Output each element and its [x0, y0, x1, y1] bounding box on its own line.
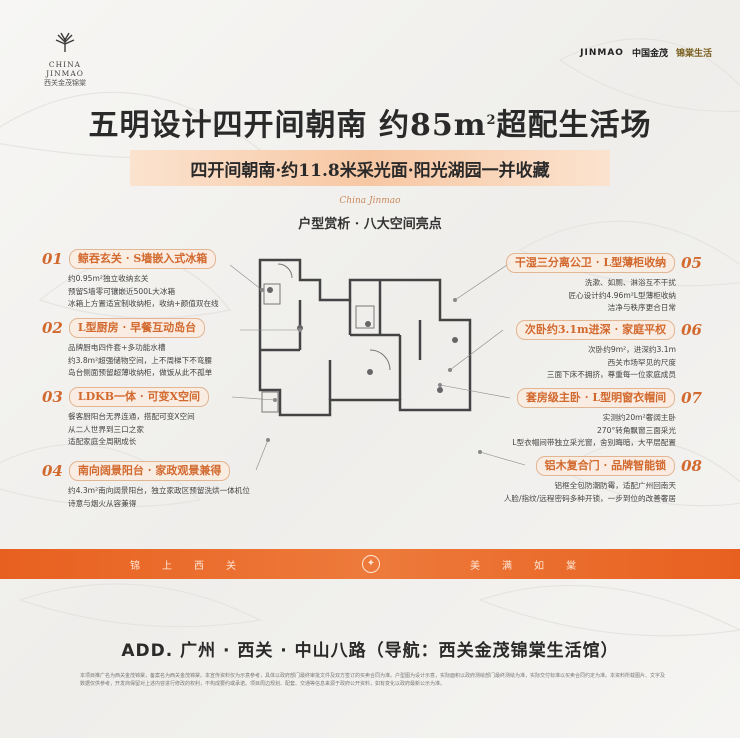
feature-line: 约4.3m²南向阔景阳台，独立家政区预留洗烘一体机位: [68, 486, 250, 495]
feature-06: 次卧约3.1m进深 · 家庭平权 06 次卧约9m²，进深约3.1m 西关市场罕见…: [515, 320, 702, 382]
feature-title: 鲸吞玄关 · S墙嵌入式冰箱: [68, 249, 217, 269]
feature-line: 次卧约9m²，进深约3.1m: [588, 345, 676, 354]
feature-title: 套房级主卧 · L型明窗衣帽间: [516, 388, 676, 408]
feature-07: 套房级主卧 · L型明窗衣帽间 07 实测约20m²奢阔主卧 270°转角飘窗三面…: [512, 388, 702, 450]
feature-line: 洗漱、如厕、淋浴互不干扰: [584, 278, 676, 287]
headline-tail: 超配生活场: [496, 108, 652, 143]
feature-title: L型厨房 · 早餐互动岛台: [68, 318, 206, 338]
feature-title: 次卧约3.1m进深 · 家庭平权: [515, 320, 676, 340]
feature-title: LDKB一体 · 可变X空间: [68, 387, 210, 407]
feature-03: 03 LDKB一体 · 可变X空间 餐客厨阳台无界连通，搭配可变X空间 从二人世界…: [42, 387, 210, 449]
headline: 五明设计四开间朝南 约85m2超配生活场: [0, 100, 740, 144]
disclaimer: 本项目推广名为西关金茂锦棠，备案名为西关金茂锦棠。本宣传资料仅为示意参考，具体以…: [80, 673, 666, 687]
tree-icon: [55, 32, 75, 52]
feature-line: 270°转角飘窗三面采光: [596, 425, 676, 435]
feature-line: 岛台侧面预留超薄收纳柜，做饭从此不孤单: [68, 368, 213, 377]
feature-title: 铝木复合门 · 品牌智能锁: [535, 456, 676, 476]
slogan-left: 锦上西关: [130, 561, 258, 572]
feature-number: 08: [681, 457, 702, 475]
feature-line: 冰箱上方置适宜制收纳柜，收纳+颜值双在线: [68, 299, 219, 308]
feature-title: 干湿三分离公卫 · L型薄柜收纳: [505, 253, 676, 273]
feature-line: 匠心设计约4.96m²L型薄柜收纳: [568, 290, 676, 300]
section-title: 户型赏析 · 八大空间亮点: [298, 217, 442, 232]
slogan-right: 美满如棠: [470, 561, 598, 572]
headline-superscript: 2: [486, 113, 497, 128]
feature-line: 洁净与秩序更合日常: [607, 303, 676, 312]
headline-main: 五明设计四开间朝南 约85m: [88, 108, 487, 143]
feature-02: 02 L型厨房 · 早餐互动岛台 品牌厨电四件套+多功能水槽 约3.8m²超强储物…: [42, 318, 212, 380]
subtitle-text: 四开间朝南·约11.8米采光面·阳光湖园一并收藏: [190, 161, 550, 181]
feature-line: 西关市场罕见的尺度: [607, 357, 676, 367]
logo-english: CHINA JINMAO: [46, 60, 84, 78]
feature-line: 实测约20m²奢阔主卧: [602, 413, 676, 422]
jinmao-logo: JINMAO: [580, 47, 624, 58]
logo-chinese: 西关金茂锦棠: [44, 79, 86, 87]
feature-line: 铝框全包防潮防霉，适配广州回南天: [554, 481, 677, 490]
feature-title: 南向阔景阳台 · 家政观景兼得: [68, 461, 231, 481]
feature-number: 05: [681, 254, 702, 272]
floor-plan: [258, 258, 472, 417]
feature-number: 06: [681, 321, 702, 339]
feature-line: 预留S墙零可镶嵌近500L大冰箱: [68, 286, 176, 296]
feature-number: 04: [42, 462, 63, 480]
feature-number: 01: [42, 250, 63, 268]
feature-line: 诗意与烟火从容兼得: [68, 498, 137, 508]
feature-05: 干湿三分离公卫 · L型薄柜收纳 05 洗漱、如厕、淋浴互不干扰 匠心设计约4.9…: [505, 253, 702, 315]
jintang-life-logo: 锦棠生活: [675, 49, 712, 59]
feature-line: 约3.8m²超强储物空间，上不周梯下不弯腰: [68, 355, 213, 365]
feature-line: 约0.95m²独立收纳玄关: [68, 274, 149, 283]
script-signature: China Jinmao: [339, 196, 401, 206]
feature-01: 01 鲸吞玄关 · S墙嵌入式冰箱 约0.95m²独立收纳玄关 预留S墙零可镶嵌近…: [42, 249, 219, 311]
emblem-icon: ✦: [362, 555, 380, 573]
feature-line: 品牌厨电四件套+多功能水槽: [68, 343, 166, 352]
feature-line: L型衣帽间带独立采光窗，舍别晦暗，大平层配置: [512, 438, 676, 447]
slogan-band: 锦上西关 ✦ 美满如棠: [0, 549, 740, 579]
feature-04: 04 南向阔景阳台 · 家政观景兼得 约4.3m²南向阔景阳台，独立家政区预留洗烘…: [42, 461, 250, 510]
china-jinmao-logo: 中国金茂: [631, 49, 668, 59]
feature-line: 餐客厨阳台无界连通，搭配可变X空间: [68, 412, 195, 421]
feature-line: 三面下床不拥挤，尊重每一位家庭成员: [546, 370, 676, 379]
address: ADD. 广州 · 西关 · 中山八路（导航：西关金茂锦棠生活馆）: [121, 641, 619, 661]
feature-number: 02: [42, 319, 63, 337]
feature-line: 适配家庭全周期成长: [68, 437, 137, 446]
brand-logos-right: JINMAO 中国金茂 锦棠生活: [580, 46, 712, 60]
brand-logo-left: CHINA JINMAO 西关金茂锦棠: [30, 30, 100, 88]
feature-number: 03: [42, 388, 63, 406]
feature-line: 人脸/指纹/远程密码多种开锁，一步到位的改善奢居: [503, 493, 676, 503]
subtitle-bar: 四开间朝南·约11.8米采光面·阳光湖园一并收藏: [130, 150, 610, 186]
feature-number: 07: [681, 389, 702, 407]
feature-line: 从二人世界到三口之家: [68, 424, 144, 434]
feature-08: 铝木复合门 · 品牌智能锁 08 铝框全包防潮防霉，适配广州回南天 人脸/指纹/远…: [504, 456, 702, 505]
